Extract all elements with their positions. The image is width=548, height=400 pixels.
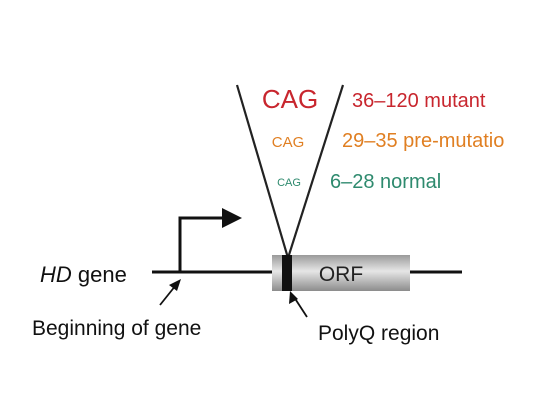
codon-label-normal: CAG [277,177,301,189]
transcription-start-arrow [178,216,222,272]
beginning-pointer-head-icon [169,279,181,291]
polyq-pointer-line [293,296,308,318]
codon-label-premutation: CAG [272,134,305,151]
polyq-region-mark [282,255,292,291]
gene-label-italic: HD [40,262,72,287]
range-label-normal: 6–28 normal [330,171,441,193]
codon-label-mutant: CAG [262,84,318,114]
orf-label: ORF [319,263,363,286]
polyq-region-label: PolyQ region [318,322,439,345]
gene-label-rest: gene [72,262,127,287]
range-label-mutant: 36–120 mutant [352,90,486,112]
range-label-premutation: 29–35 pre-mutatio [342,130,504,152]
beginning-pointer-line [159,284,177,306]
zoom-line-right [286,84,345,259]
zoom-line-left [235,84,290,259]
polyq-pointer-head-icon [289,291,298,304]
beginning-of-gene-label: Beginning of gene [32,317,201,340]
transcription-arrow-head-icon [222,208,242,228]
orf-box [272,255,410,291]
gene-label: HD gene [40,262,127,287]
